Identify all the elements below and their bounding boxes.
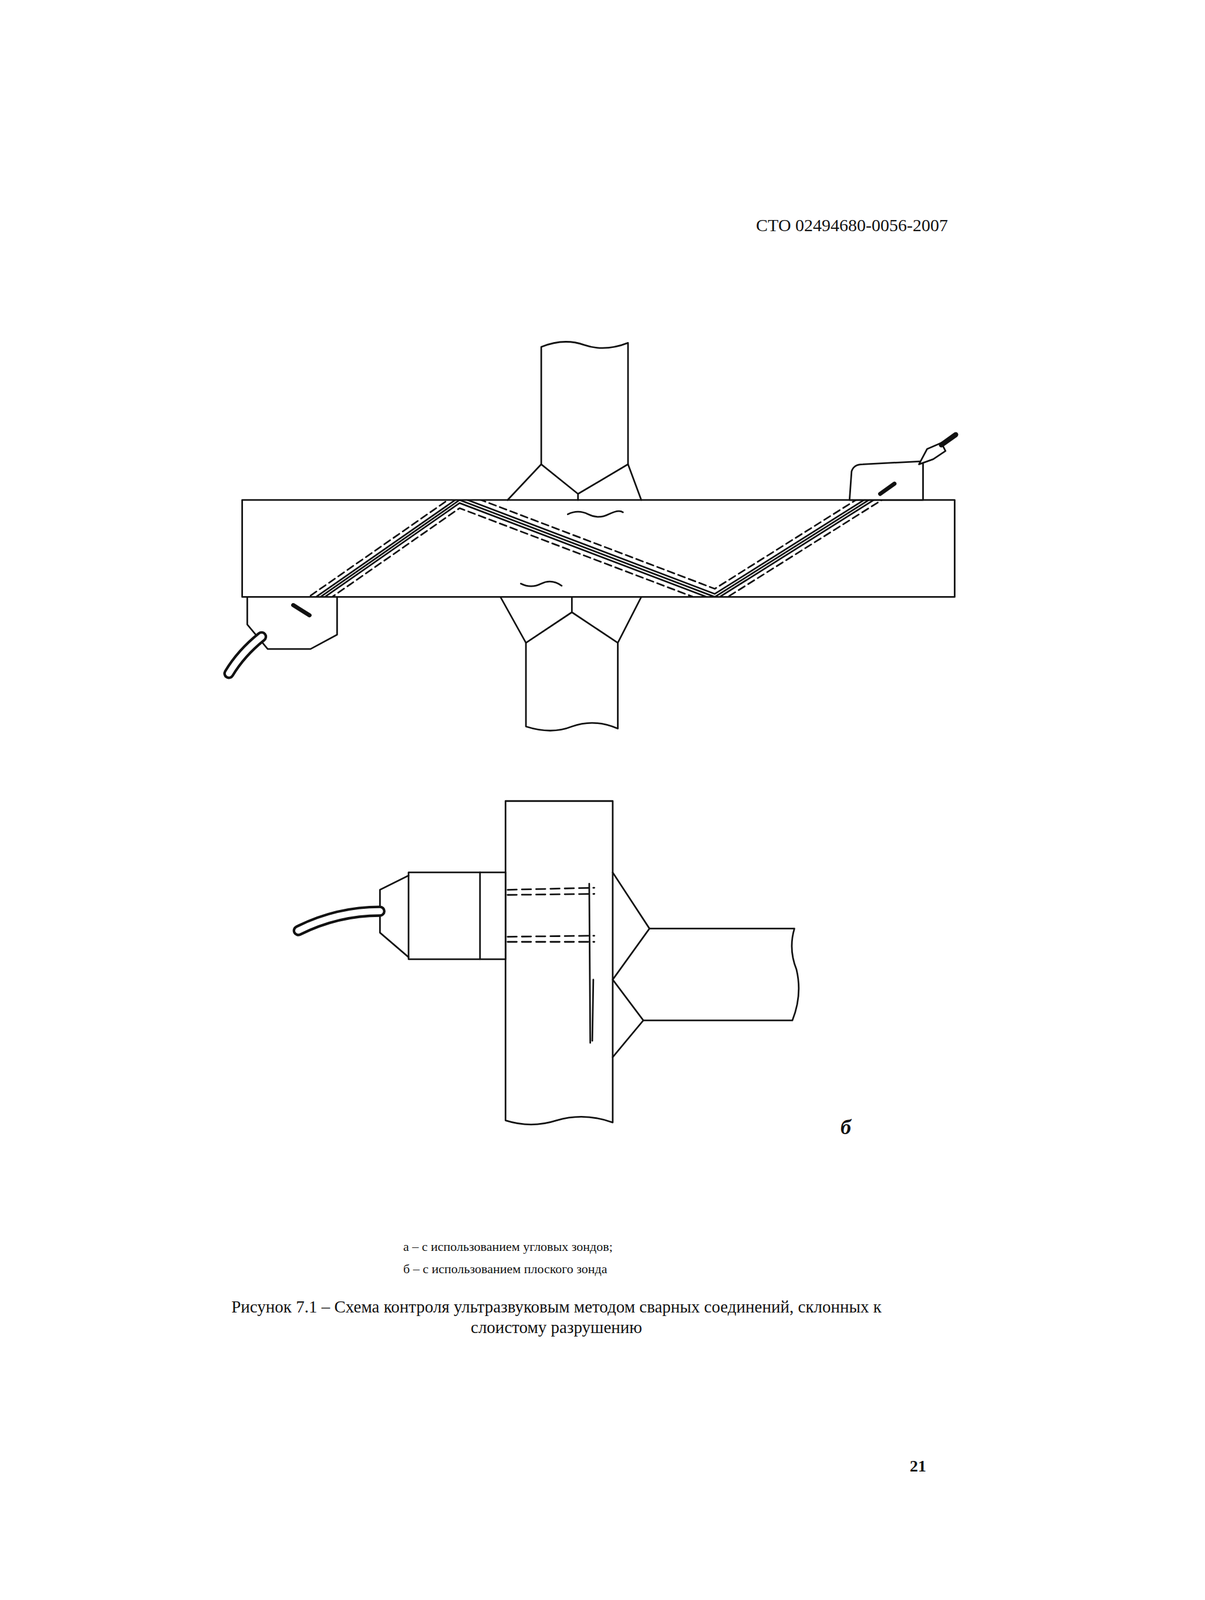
plate: [505, 801, 613, 1125]
subfigure-letter: б: [840, 1115, 852, 1141]
weld: [612, 872, 650, 1058]
cruciform-joint: [242, 342, 955, 732]
upper-weld: [507, 464, 642, 501]
member: [643, 929, 799, 1022]
angle-probe: [849, 434, 956, 501]
figure-caption: Рисунок 7.1 – Схема контроля ультразвуко…: [224, 1297, 889, 1339]
upper-member: [541, 342, 629, 465]
ultrasonic-beam: [507, 888, 595, 943]
angle-probe: [228, 596, 337, 674]
crack: [589, 883, 594, 1044]
lower-weld: [500, 596, 642, 643]
plate: [242, 500, 955, 597]
page-number: 21: [909, 1456, 927, 1477]
subfigure-legend: а – с использованием угловых зондов;: [403, 1239, 613, 1255]
lower-member: [525, 643, 619, 732]
subfigure-legend: б – с использованием плоского зонда: [403, 1261, 608, 1278]
t-joint: [505, 801, 799, 1125]
document-code: СТО 02494680-0056-2007: [755, 214, 948, 236]
crack: [520, 511, 623, 587]
straight-probe: [298, 872, 506, 960]
ultrasonic-beam: [301, 500, 889, 597]
